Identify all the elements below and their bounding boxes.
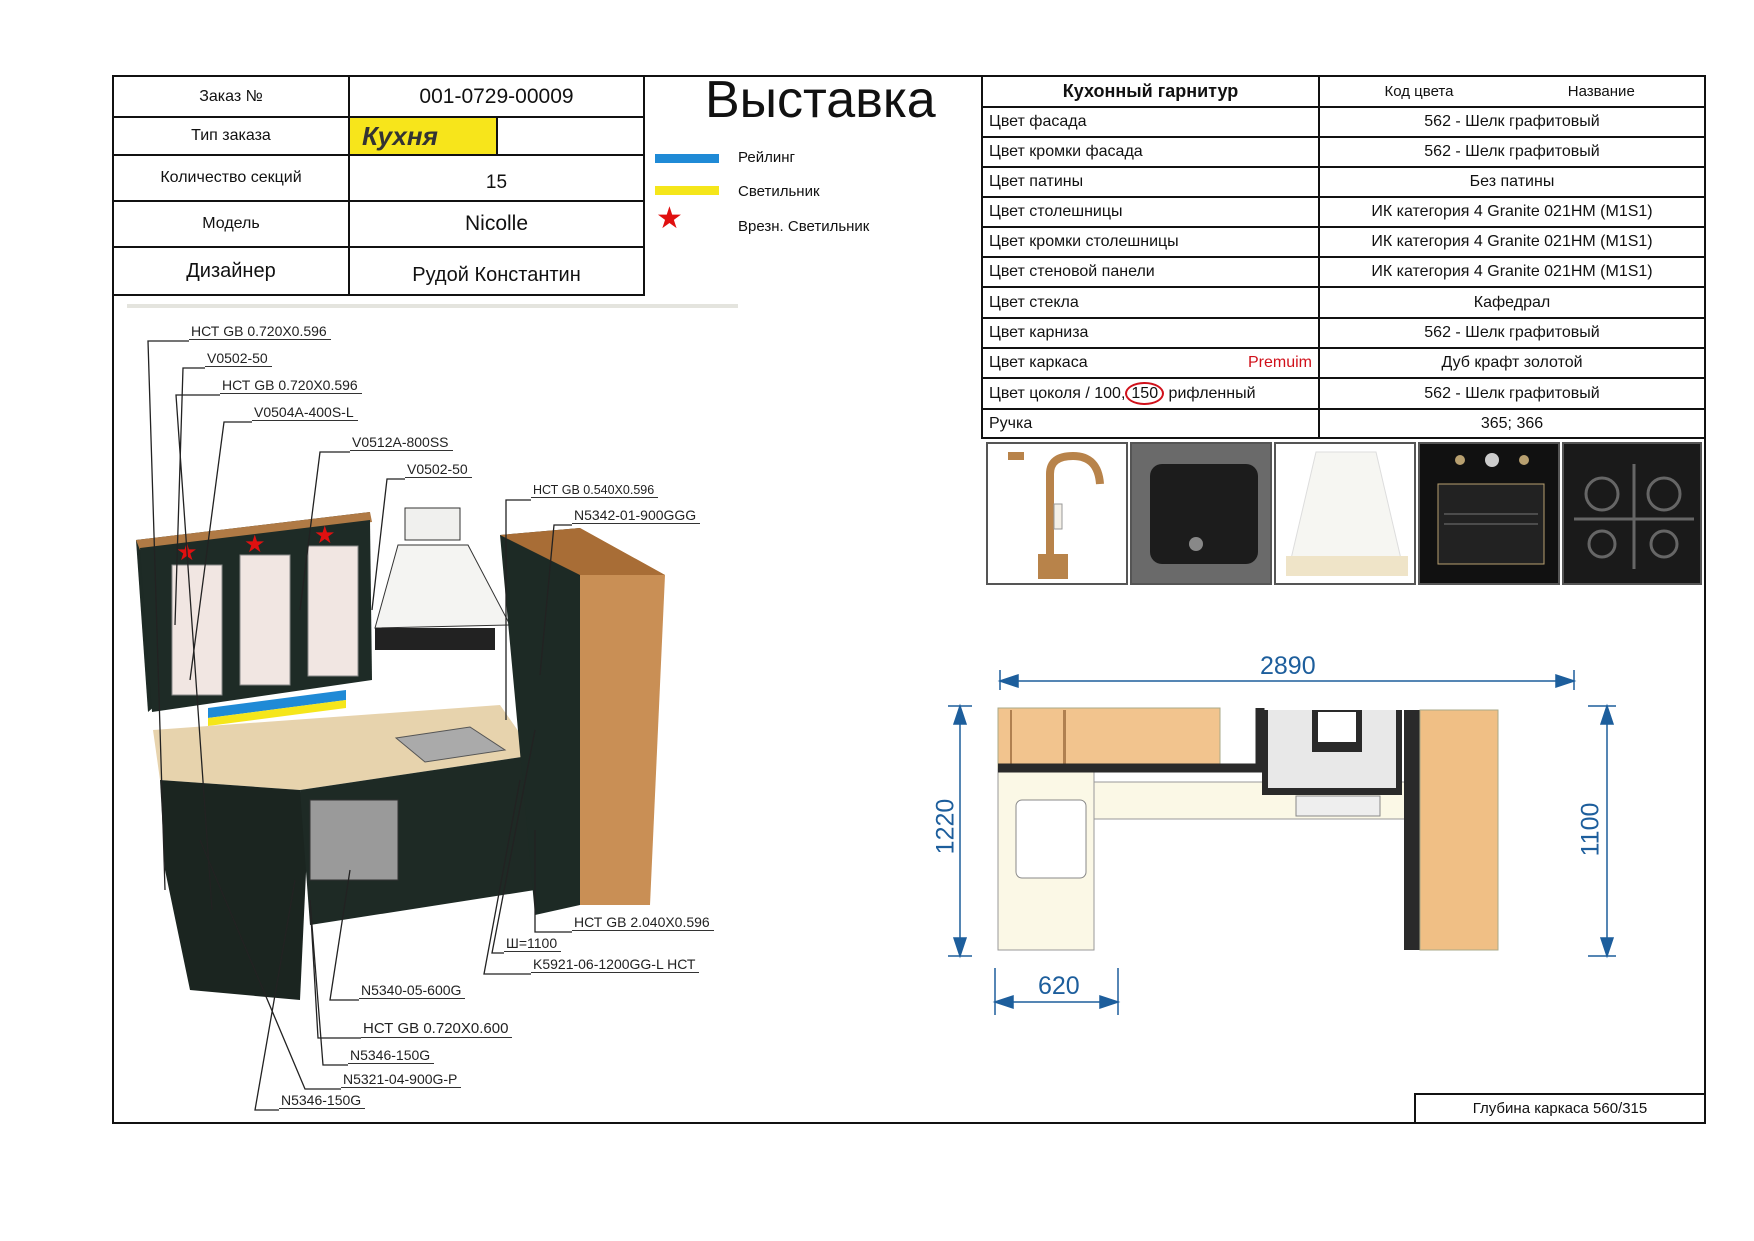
spec-label: Цвет стеновой панели bbox=[981, 256, 1320, 288]
inset-light-legend-label: Врезн. Светильник bbox=[738, 218, 870, 235]
sections-value: 15 bbox=[348, 154, 645, 202]
sections-label: Количество секций bbox=[112, 154, 350, 202]
callout-label: НСТ GB 2.040X0.596 bbox=[572, 914, 714, 931]
plinth-label-post: рифленный bbox=[1168, 384, 1256, 402]
dim-width: 2890 bbox=[1260, 652, 1316, 680]
callout-label: НСТ GB 0.720X0.600 bbox=[361, 1020, 513, 1038]
premium-label: Premuim bbox=[1247, 354, 1312, 371]
spec-value: 562 - Шелк графитовый bbox=[1318, 317, 1706, 349]
callout-label: V0504A-400S-L bbox=[252, 404, 358, 421]
spec-value: ИК категория 4 Granite 021HM (M1S1) bbox=[1318, 226, 1706, 258]
callout-label: V0502-50 bbox=[405, 461, 472, 478]
callout-label: K5921-06-1200GG-L НСТ bbox=[531, 956, 700, 973]
order-number-label: Заказ № bbox=[112, 75, 350, 118]
spec-value: ИК категория 4 Granite 021HM (M1S1) bbox=[1318, 196, 1706, 228]
callout-label: НСТ GB 0.720X0.596 bbox=[220, 377, 362, 394]
spec-value: 365; 366 bbox=[1318, 408, 1706, 439]
divider bbox=[127, 304, 738, 308]
callout-label: N5346-150G bbox=[348, 1047, 435, 1064]
spec-label: Ручка bbox=[981, 408, 1320, 439]
model-label: Модель bbox=[112, 200, 350, 248]
railing-legend-swatch bbox=[655, 154, 719, 163]
spec-value: Кафедрал bbox=[1318, 286, 1706, 319]
railing-legend-label: Рейлинг bbox=[738, 149, 795, 166]
callout-label: Ш=1100 bbox=[504, 935, 562, 952]
order-type-value: Кухня bbox=[350, 118, 498, 154]
spec-label: Цвет столешницы bbox=[981, 196, 1320, 228]
plinth-circled-value: 150 bbox=[1125, 381, 1165, 405]
spec-table: Кухонный гарнитур Код цвета Название Цвет… bbox=[981, 75, 1706, 439]
countertop bbox=[153, 705, 535, 790]
spec-header-name: Название bbox=[1567, 83, 1635, 100]
designer-label: Дизайнер bbox=[112, 246, 350, 296]
spec-header-code: Код цвета bbox=[1384, 83, 1454, 100]
spec-label: Цвет каркаса bbox=[989, 354, 1088, 371]
spec-value: ИК категория 4 Granite 021HM (M1S1) bbox=[1318, 256, 1706, 288]
hood-image bbox=[1274, 442, 1416, 585]
spec-header-set: Кухонный гарнитур bbox=[981, 75, 1320, 108]
dim-depth-right: 1100 bbox=[1576, 802, 1605, 857]
plinth-label-pre: Цвет цоколя / 100, bbox=[989, 384, 1126, 402]
tall-cabinet bbox=[500, 528, 580, 915]
order-number-value: 001-0729-00009 bbox=[348, 75, 645, 118]
plinth-label: Цвет цоколя / 100,150 рифленный bbox=[981, 377, 1320, 410]
spec-label: Цвет карниза bbox=[981, 317, 1320, 349]
model-value: Nicolle bbox=[348, 200, 645, 248]
spec-label: Цвет фасада bbox=[981, 106, 1320, 138]
star-icon: ★ bbox=[656, 202, 683, 235]
faucet-image bbox=[986, 442, 1128, 585]
order-type-label: Тип заказа bbox=[112, 116, 350, 156]
svg-text:★: ★ bbox=[244, 531, 266, 558]
callout-label: N5321-04-900G-P bbox=[341, 1071, 462, 1088]
order-type-cell: Кухня bbox=[348, 116, 645, 156]
callout-label: V0502-50 bbox=[205, 350, 272, 367]
callout-label: N5340-05-600G bbox=[359, 982, 466, 999]
page-title: Выставка bbox=[705, 71, 936, 129]
spec-label: Цвет кромки столешницы bbox=[981, 226, 1320, 258]
svg-text:★: ★ bbox=[314, 522, 336, 549]
base-cabinets bbox=[300, 755, 535, 925]
star-markers: ★★★ bbox=[176, 522, 336, 566]
dim-depth-left: 1220 bbox=[931, 798, 960, 855]
designer-value: Рудой Константин bbox=[348, 246, 645, 296]
callout-label: НСТ GB 0.540X0.596 bbox=[531, 483, 659, 498]
spec-label: Цвет патины bbox=[981, 166, 1320, 198]
hob-image bbox=[1562, 442, 1702, 585]
dim-sink-width: 620 bbox=[1038, 972, 1080, 1000]
sheet-frame bbox=[112, 75, 1706, 1124]
spec-value: 562 - Шелк графитовый bbox=[1318, 136, 1706, 168]
oven-image bbox=[1418, 442, 1560, 585]
dimension-lines bbox=[948, 670, 1616, 1015]
light-legend-swatch bbox=[655, 186, 719, 195]
spec-label: Цвет кромки фасада bbox=[981, 136, 1320, 168]
sink-image bbox=[1130, 442, 1272, 585]
railing-marker bbox=[208, 690, 346, 718]
spec-value: Дуб крафт золотой bbox=[1318, 347, 1706, 379]
callout-label: НСТ GB 0.720X0.596 bbox=[189, 323, 331, 340]
spec-value: 562 - Шелк графитовый bbox=[1318, 377, 1706, 410]
spec-value: 562 - Шелк графитовый bbox=[1318, 106, 1706, 138]
callout-label: N5342-01-900GGG bbox=[572, 507, 701, 524]
light-marker bbox=[208, 700, 346, 726]
callout-label: V0512A-800SS bbox=[350, 434, 453, 451]
callout-label: N5346-150G bbox=[279, 1092, 366, 1109]
frame-depth-note: Глубина каркаса 560/315 bbox=[1414, 1093, 1706, 1124]
light-legend-label: Светильник bbox=[738, 183, 820, 200]
spec-label: Цвет стекла bbox=[981, 286, 1320, 319]
spec-value: Без патины bbox=[1318, 166, 1706, 198]
